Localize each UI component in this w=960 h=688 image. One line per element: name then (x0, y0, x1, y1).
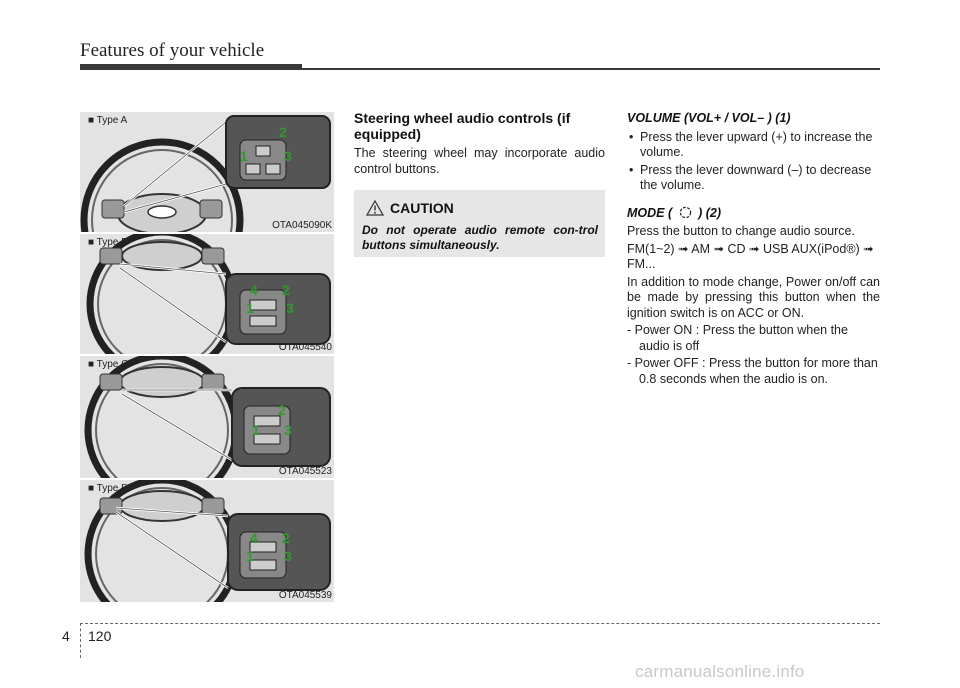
list-item: •Press the lever downward (–) to decreas… (629, 162, 872, 193)
chapter-number: 4 (62, 628, 70, 644)
callout-number: 4 (250, 282, 258, 298)
callout-number: 3 (284, 148, 292, 164)
figure-type-a: ■ Type A 2 1 3 OTA045090K (80, 112, 334, 232)
steering-wheel-illustration-d (84, 480, 331, 602)
figure-type-label: ■ Type B (88, 237, 128, 248)
figure-type-d: ■ Type D 4 2 1 3 OTA045539 (80, 480, 334, 602)
mode-heading-prefix: MODE ( (627, 205, 673, 220)
header-rule-thick (80, 64, 302, 69)
callout-number: 2 (279, 124, 287, 140)
steering-wheel-illustration-c (84, 356, 331, 478)
page-number: 120 (88, 628, 112, 644)
figure-type-label: ■ Type A (88, 115, 128, 126)
figure-code: OTA045523 (278, 466, 332, 477)
callout-number: 1 (240, 148, 248, 164)
list-item: •Press the lever upward (+) to increase … (629, 129, 873, 160)
mode-heading: MODE ( ) (2) (627, 206, 880, 222)
figure-type-c: ■ Type C 2 1 3 OTA045523 (80, 356, 334, 478)
power-off-text: - Power OFF : Press the button for more … (627, 356, 878, 386)
header-rule (80, 68, 880, 70)
caution-text: Do not operate audio remote con-trol but… (362, 223, 598, 252)
caution-box: CAUTION Do not operate audio remote con-… (354, 190, 605, 257)
page-header-title: Features of your vehicle (80, 40, 265, 61)
power-on-text: - Power ON : Press the button when the a… (627, 323, 848, 353)
callout-number: 1 (246, 300, 254, 316)
figure-column: ■ Type A 2 1 3 OTA045090K ■ Type B 4 2 1… (80, 112, 334, 602)
callout-number: 4 (250, 530, 258, 546)
mode-heading-suffix: ) (2) (698, 205, 722, 220)
callout-number: 2 (278, 402, 286, 418)
callout-number: 3 (284, 422, 292, 438)
volume-heading: VOLUME (VOL+ / VOL– ) (1) (627, 111, 791, 125)
figure-code: OTA045090K (272, 220, 332, 231)
mode-power-text: In addition to mode change, Power on/off… (627, 274, 880, 320)
figure-code: OTA045540 (278, 342, 332, 353)
figure-type-label: ■ Type D (88, 483, 129, 494)
figure-divider (80, 478, 334, 480)
section-title: Steering wheel audio controls (if equipp… (354, 110, 571, 142)
footer-rule (80, 623, 880, 624)
watermark: carmanualsonline.info (635, 662, 805, 681)
warning-triangle-icon (366, 200, 384, 216)
callout-number: 1 (246, 548, 254, 564)
callout-number: 2 (282, 530, 290, 546)
figure-divider (80, 232, 334, 234)
steering-wheel-illustration-a (80, 115, 331, 232)
figure-type-b: ■ Type B 4 2 1 3 OTA045540 (80, 234, 334, 354)
callout-number: 1 (252, 422, 260, 438)
figure-type-label: ■ Type C (88, 359, 129, 370)
callout-number: 2 (282, 282, 290, 298)
volume-up-text: Press the lever upward (+) to increase t… (640, 129, 873, 160)
volume-down-text: Press the lever downward (–) to decrease… (640, 162, 872, 193)
figure-divider (80, 354, 334, 356)
mode-button-icon (679, 206, 691, 218)
callout-number: 3 (284, 548, 292, 564)
footer-divider (80, 623, 81, 658)
mode-intro: Press the button to change audio source. (627, 224, 855, 238)
callout-number: 3 (286, 300, 294, 316)
figure-code: OTA045539 (278, 590, 332, 601)
section-body: The steering wheel may incorporate audio… (354, 146, 605, 176)
caution-title: CAUTION (390, 200, 454, 216)
steering-wheel-illustration-b (86, 234, 331, 354)
right-column: VOLUME (VOL+ / VOL– ) (1) •Press the lev… (627, 111, 880, 389)
mode-sequence: FM(1~2) ➟ AM ➟ CD ➟ USB AUX(iPod®) ➟ FM.… (627, 241, 874, 272)
